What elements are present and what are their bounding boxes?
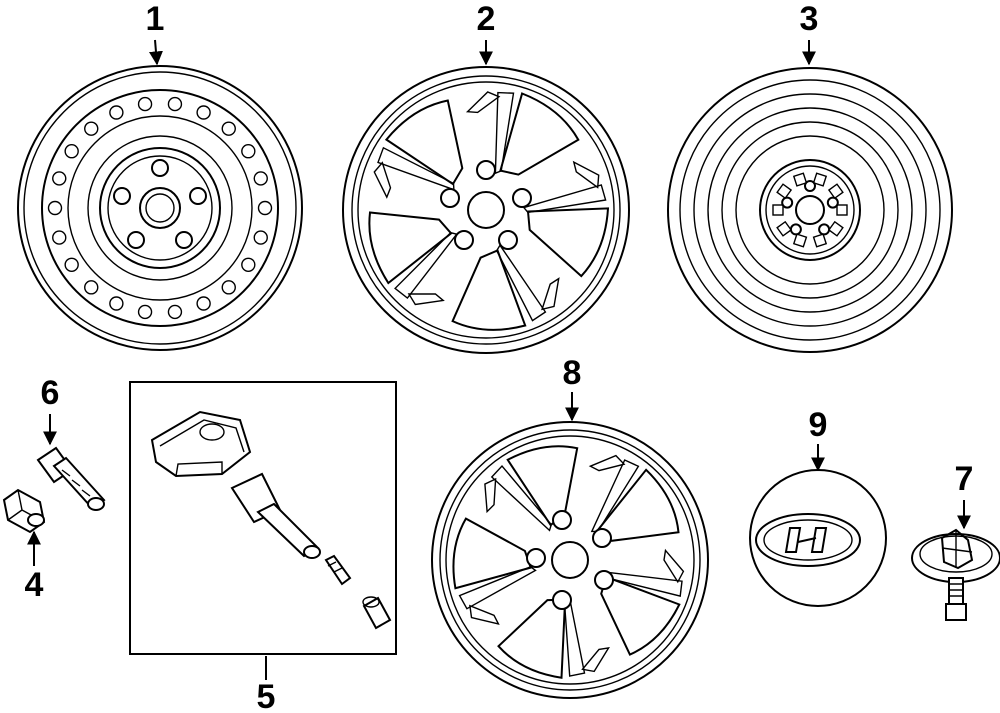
kit-frame bbox=[129, 381, 397, 655]
callout-4: 4 bbox=[25, 566, 44, 604]
leader-1 bbox=[148, 39, 163, 66]
center-cap bbox=[749, 469, 887, 607]
callout-1: 1 bbox=[146, 0, 165, 38]
leader-lines bbox=[27, 39, 971, 680]
callout-8: 8 bbox=[563, 354, 582, 392]
lug-nut bbox=[2, 488, 46, 534]
wheel-stud bbox=[36, 446, 106, 511]
callout-3: 3 bbox=[800, 0, 819, 38]
callout-7: 7 bbox=[955, 460, 974, 498]
callout-numbers: 1 2 3 4 5 6 7 8 9 bbox=[25, 0, 974, 713]
callout-6: 6 bbox=[41, 374, 60, 412]
alloy-wheel bbox=[342, 66, 630, 354]
center-cap-clip bbox=[911, 528, 1000, 621]
callout-5: 5 bbox=[257, 678, 276, 713]
tire-pressure-sensor-kit bbox=[129, 381, 397, 655]
spare-wheel bbox=[667, 67, 953, 353]
callout-9: 9 bbox=[809, 406, 828, 444]
callout-2: 2 bbox=[477, 0, 496, 38]
steel-wheel bbox=[17, 65, 303, 351]
wheel-cover bbox=[431, 421, 709, 699]
